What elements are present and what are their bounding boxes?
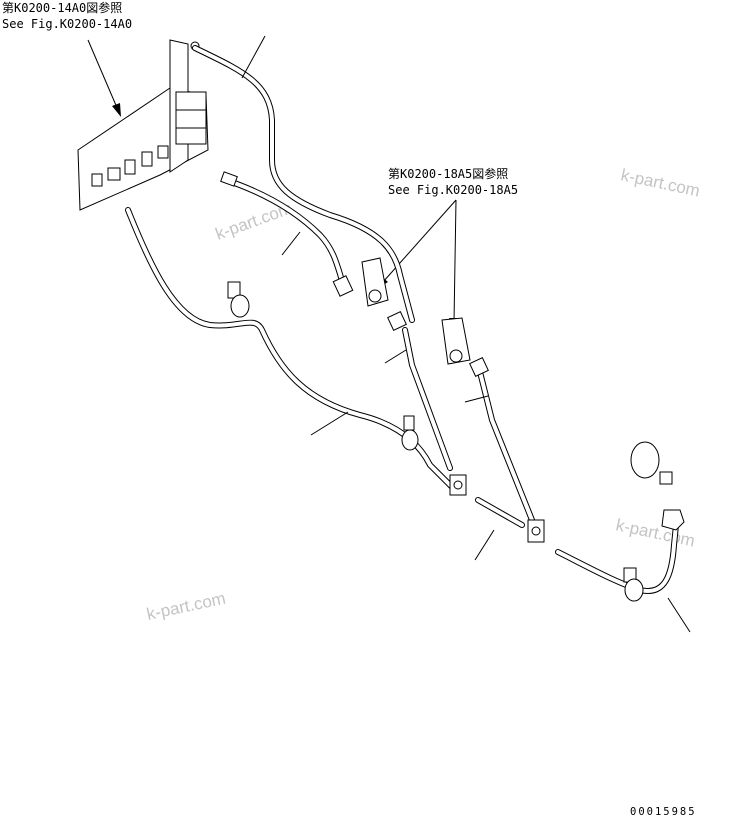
watermark: k-part.com bbox=[614, 515, 696, 550]
clamp bbox=[623, 567, 644, 602]
drawing-number: 00015985 bbox=[630, 806, 697, 818]
reference-14a0-en: See Fig.K0200-14A0 bbox=[2, 17, 132, 31]
reference-18a5: 第K0200-18A5図参照 See Fig.K0200-18A5 bbox=[388, 166, 518, 197]
watermark: k-part.com bbox=[619, 165, 701, 200]
clamp bbox=[401, 415, 419, 451]
watermark: k-part.com bbox=[145, 589, 227, 624]
line-to-tee-1 bbox=[402, 327, 453, 471]
reference-14a0: 第K0200-14A0図参照 See Fig.K0200-14A0 bbox=[2, 0, 132, 31]
valve-block bbox=[77, 39, 209, 211]
valve-body bbox=[361, 257, 389, 307]
pipe-lower bbox=[125, 207, 458, 493]
hose-upper bbox=[192, 45, 415, 323]
part-leaders bbox=[241, 35, 691, 633]
hose-middle bbox=[220, 171, 348, 293]
line-to-tee-2 bbox=[477, 369, 535, 523]
leader-arrows-18a5 bbox=[378, 199, 459, 330]
tee-fitting bbox=[527, 519, 545, 543]
elbow-fitting bbox=[332, 275, 489, 377]
pressure-switch bbox=[630, 441, 685, 531]
reference-18a5-ja: 第K0200-18A5図参照 bbox=[388, 166, 508, 181]
clamp bbox=[227, 281, 250, 318]
leader-arrow-14a0 bbox=[87, 39, 121, 117]
tee-fitting bbox=[449, 474, 467, 496]
reference-18a5-en: See Fig.K0200-18A5 bbox=[388, 183, 518, 197]
reference-14a0-ja: 第K0200-14A0図参照 bbox=[2, 0, 122, 15]
valve-body bbox=[441, 317, 471, 365]
hose-lower-link bbox=[475, 497, 525, 528]
